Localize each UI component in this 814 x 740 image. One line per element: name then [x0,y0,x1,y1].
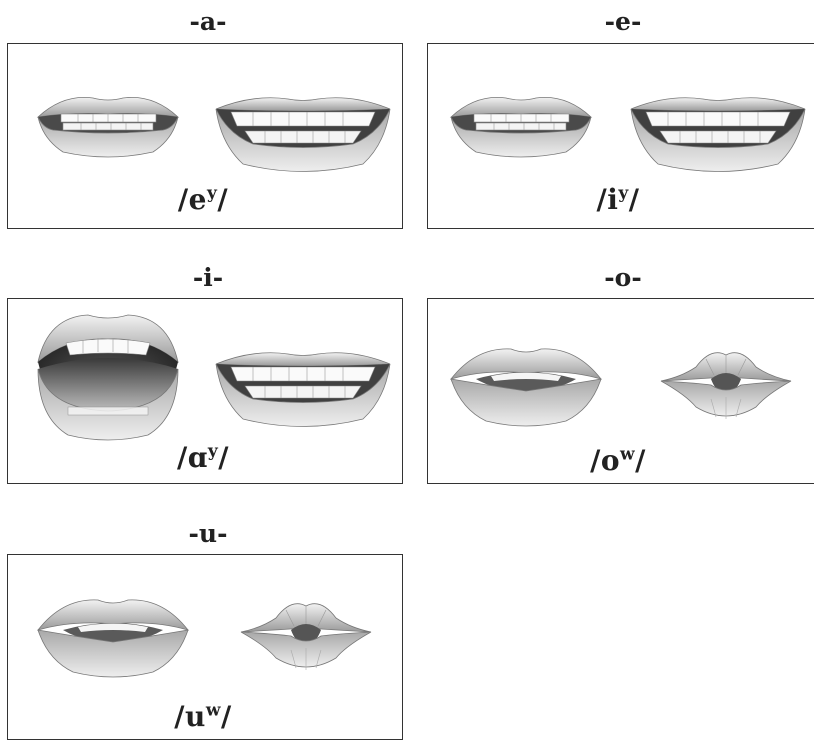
mouth-open-wide-image [28,307,188,447]
mouth-grin-image [213,344,393,434]
panel-i: /ɑy/ [7,298,403,484]
panel-a: /ey/ [7,43,403,229]
heading-u: -u- [188,519,228,548]
ipa-label-a: /ey/ [177,183,229,216]
panel-e: /iy/ [427,43,814,229]
ipa-label-u: /uw/ [174,700,232,733]
heading-a: -a- [189,7,227,36]
mouth-lips-pursed-image [236,588,376,678]
mouth-lips-pursed-image [656,337,796,427]
mouth-smile-closed-image [446,84,596,164]
mouth-grin-image [213,89,393,179]
mouth-smile-closed-image [33,84,183,164]
heading-o: -o- [604,263,642,292]
mouth-lips-rounded-open-image [446,339,606,429]
heading-i: -i- [192,263,224,292]
ipa-label-i: /ɑy/ [177,441,229,474]
mouth-grin-image [628,89,808,179]
panel-o: /ow/ [427,298,814,484]
ipa-label-o: /ow/ [590,444,646,477]
panel-u: /uw/ [7,554,403,740]
mouth-lips-rounded-open-image [33,590,193,680]
heading-e: -e- [604,7,642,36]
ipa-label-e: /iy/ [596,183,640,216]
